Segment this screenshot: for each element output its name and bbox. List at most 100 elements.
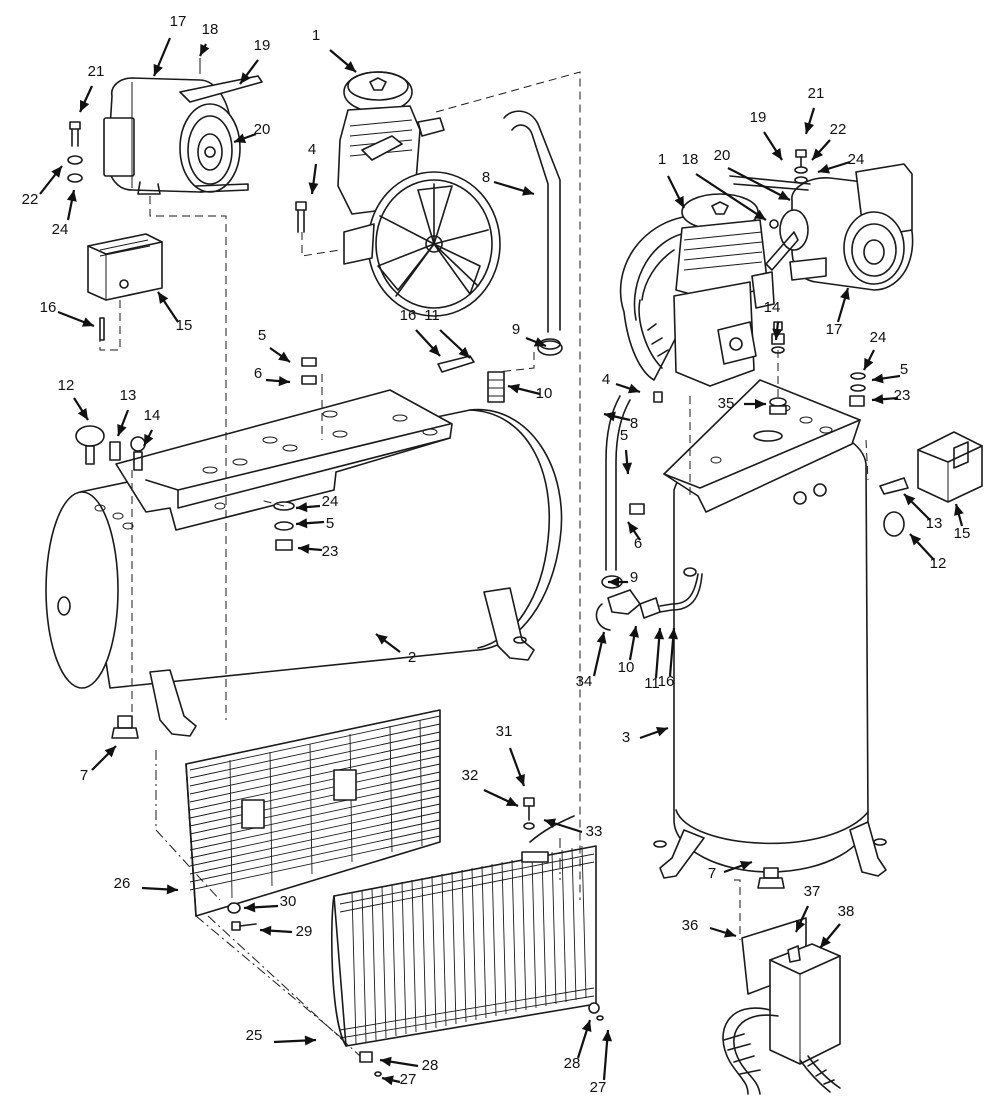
callout-c7b: 7 bbox=[708, 860, 753, 882]
callout-number: 18 bbox=[682, 151, 699, 168]
callout-arrowhead bbox=[777, 190, 790, 200]
callout-c10a: 10 bbox=[507, 383, 552, 402]
callout-number: 38 bbox=[838, 903, 855, 920]
callout-number: 4 bbox=[308, 141, 316, 158]
callout-c8a: 8 bbox=[482, 169, 535, 196]
callout-c3: 3 bbox=[622, 726, 669, 746]
callout-c1a: 1 bbox=[312, 27, 357, 73]
callout-number: 26 bbox=[114, 875, 131, 892]
callout-arrowhead bbox=[872, 394, 884, 405]
callout-number: 27 bbox=[590, 1079, 607, 1096]
callout-arrowhead bbox=[812, 148, 824, 160]
callout-arrowhead bbox=[668, 628, 679, 640]
callout-arrowhead bbox=[654, 628, 665, 640]
callout-number: 5 bbox=[900, 361, 908, 378]
callout-number: 12 bbox=[58, 377, 75, 394]
callout-arrowhead bbox=[428, 344, 440, 356]
callout-c20b: 20 bbox=[714, 147, 791, 201]
callout-arrowhead bbox=[344, 61, 356, 72]
callout-arrowhead bbox=[51, 166, 62, 178]
callout-arrowhead bbox=[771, 148, 782, 160]
callout-c8b: 8 bbox=[603, 411, 638, 432]
callout-arrowhead bbox=[304, 1035, 316, 1046]
callout-c1b: 1 bbox=[658, 151, 685, 209]
callout-arrowhead bbox=[66, 190, 77, 202]
callout-c5b: 5 bbox=[295, 515, 334, 532]
callout-number: 34 bbox=[576, 673, 593, 690]
callout-c26: 26 bbox=[114, 875, 179, 895]
callout-arrowhead bbox=[629, 626, 640, 638]
callout-arrowhead bbox=[608, 577, 619, 587]
callout-arrowhead bbox=[724, 927, 736, 938]
callout-number: 19 bbox=[750, 109, 767, 126]
belt-guard-rear bbox=[185, 709, 441, 917]
callout-arrowhead bbox=[144, 433, 154, 446]
callout-arrowhead bbox=[754, 209, 766, 220]
callout-c17b: 17 bbox=[826, 287, 850, 338]
callout-arrowhead bbox=[458, 346, 470, 358]
callout-arrowhead bbox=[298, 543, 310, 554]
callout-number: 37 bbox=[804, 883, 821, 900]
callout-c27a: 27 bbox=[381, 1071, 417, 1088]
callout-arrowhead bbox=[508, 383, 520, 394]
motor-mount-hardware-left bbox=[67, 121, 83, 183]
callout-c14a: 14 bbox=[143, 407, 160, 447]
callout-arrowhead bbox=[840, 288, 850, 300]
callout-c32: 32 bbox=[462, 767, 519, 807]
callout-leader bbox=[695, 173, 767, 221]
callout-number: 35 bbox=[718, 395, 735, 412]
callout-arrowhead bbox=[77, 408, 88, 420]
callout-c29: 29 bbox=[259, 923, 312, 940]
callout-number: 15 bbox=[176, 317, 193, 334]
callout-layer: 1123445555667788991010111112121313141415… bbox=[22, 13, 971, 1096]
callout-c4b: 4 bbox=[602, 371, 641, 394]
callout-number: 20 bbox=[254, 121, 271, 138]
callout-number: 12 bbox=[930, 555, 947, 572]
pump-left bbox=[337, 71, 501, 317]
callout-number: 1 bbox=[312, 27, 320, 44]
callout-c21b: 21 bbox=[804, 85, 824, 135]
callout-number: 24 bbox=[52, 221, 69, 238]
callout-c34: 34 bbox=[576, 631, 607, 690]
callout-arrowhead bbox=[804, 122, 815, 134]
callout-number: 33 bbox=[586, 823, 603, 840]
callout-leader bbox=[727, 167, 791, 201]
callout-c22a: 22 bbox=[22, 165, 63, 208]
callout-c19b: 19 bbox=[750, 109, 783, 161]
assembly-lines-left bbox=[99, 71, 581, 1057]
callout-number: 24 bbox=[848, 151, 865, 168]
callout-c18b: 18 bbox=[682, 151, 767, 221]
callout-number: 15 bbox=[954, 525, 971, 542]
callout-number: 4 bbox=[602, 371, 610, 388]
callout-arrowhead bbox=[308, 182, 319, 194]
callout-c7a: 7 bbox=[80, 745, 117, 784]
callout-arrowhead bbox=[864, 357, 874, 370]
callout-number: 16 bbox=[40, 299, 57, 316]
callout-number: 36 bbox=[682, 917, 699, 934]
callout-number: 5 bbox=[620, 427, 628, 444]
callout-c15a: 15 bbox=[157, 291, 193, 334]
callout-number: 27 bbox=[400, 1071, 417, 1088]
callout-number: 23 bbox=[894, 387, 911, 404]
callout-arrowhead bbox=[158, 292, 169, 304]
callout-number: 11 bbox=[644, 675, 660, 692]
pressure-switch-right bbox=[917, 431, 983, 503]
callout-c33: 33 bbox=[543, 818, 603, 840]
callout-arrowhead bbox=[81, 317, 94, 327]
callout-number: 28 bbox=[422, 1057, 439, 1074]
callout-c24d: 24 bbox=[863, 329, 886, 371]
callout-arrowhead bbox=[910, 534, 922, 546]
callout-c11a: 11 bbox=[424, 307, 471, 359]
callout-c21a: 21 bbox=[79, 63, 104, 113]
callout-arrowhead bbox=[818, 163, 830, 174]
pressure-switch-left bbox=[87, 233, 163, 341]
callout-number: 22 bbox=[830, 121, 847, 138]
callout-c4a: 4 bbox=[308, 141, 319, 195]
callout-number: 8 bbox=[630, 415, 638, 432]
callout-arrowhead bbox=[674, 195, 684, 208]
callout-arrowhead bbox=[166, 884, 178, 895]
callout-arrowhead bbox=[904, 494, 916, 506]
callout-c16c: 16 bbox=[658, 627, 679, 690]
callout-number: 30 bbox=[280, 893, 297, 910]
callout-arrowhead bbox=[872, 373, 884, 384]
